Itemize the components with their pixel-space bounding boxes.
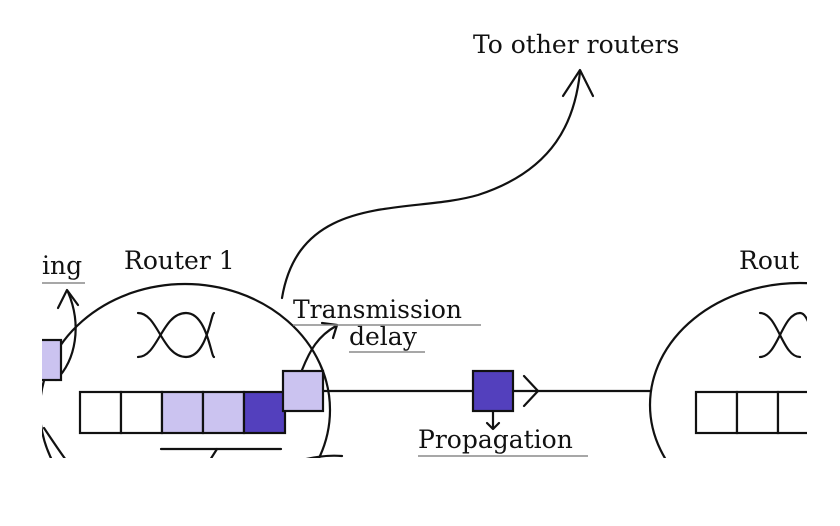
transmission-arrow — [300, 324, 338, 372]
router1-queue — [78, 390, 287, 435]
queue-slot-empty — [119, 390, 164, 435]
delay-label: delay — [349, 322, 418, 351]
transmitting-packet — [281, 369, 325, 413]
router2-queue — [694, 390, 807, 435]
router1-label: Router 1 — [124, 246, 235, 275]
to-other-routers-curve — [280, 70, 582, 300]
queue-slot-empty — [735, 390, 780, 435]
crossed-arrows-icon — [136, 311, 216, 359]
queued-packet-left — [42, 338, 63, 382]
transmission-label: Transmission — [293, 295, 462, 324]
queue-slot-light — [160, 390, 205, 435]
queue-slot-empty — [78, 390, 123, 435]
chevron-right-icon — [522, 374, 540, 408]
queue-slot-light — [201, 390, 246, 435]
propagating-packet — [471, 369, 515, 413]
router2-label: Rout — [739, 246, 799, 275]
queueing-label: ing — [42, 251, 82, 280]
router2-ellipse — [648, 281, 807, 458]
propagation-label: Propagation — [418, 425, 573, 454]
queueing-arrowhead — [56, 288, 80, 310]
queue-slot-dark — [242, 390, 287, 435]
queue-slot-empty — [776, 390, 807, 435]
to-other-routers-arrowhead — [561, 68, 595, 98]
queue-slot-empty — [694, 390, 739, 435]
crossed-arrows-icon — [758, 311, 807, 359]
to-other-routers-label: To other routers — [473, 30, 679, 59]
router1-ellipse — [42, 282, 332, 458]
